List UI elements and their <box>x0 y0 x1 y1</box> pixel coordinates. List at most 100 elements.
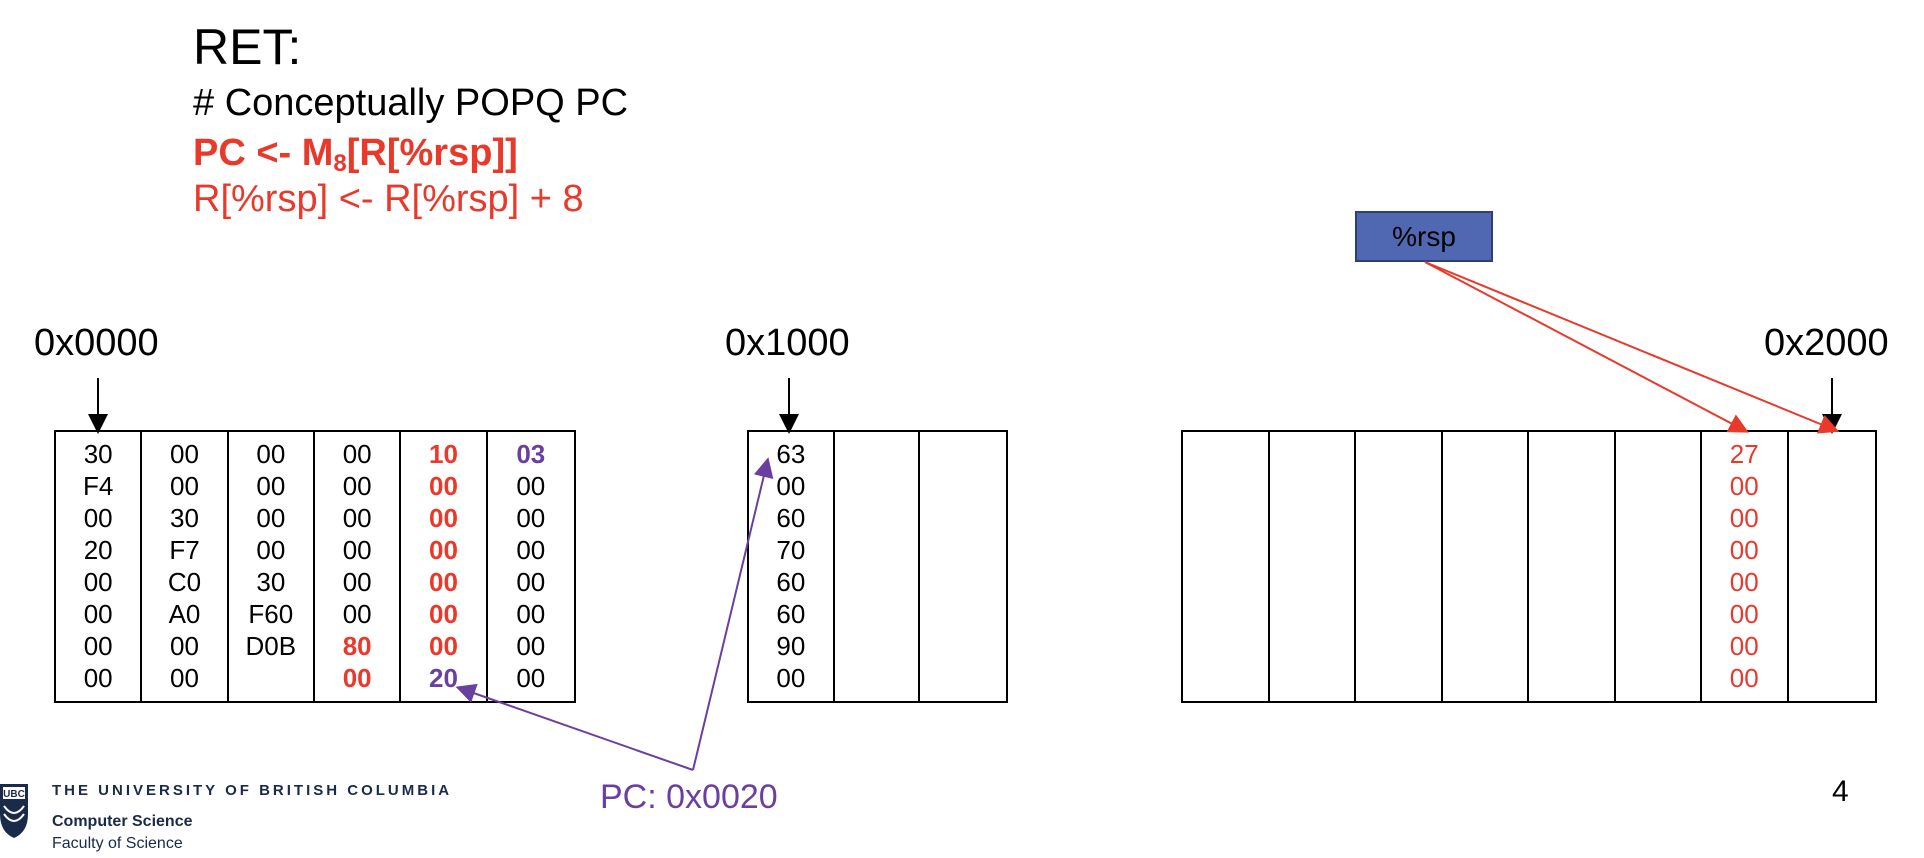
memory-byte: 00 <box>342 599 372 629</box>
faculty-name: Faculty of Science <box>52 835 183 852</box>
memory-byte: 00 <box>429 503 458 533</box>
memory-byte: 00 <box>1729 567 1759 597</box>
memory-byte: 70 <box>776 535 806 565</box>
page-number: 4 <box>1832 775 1849 808</box>
memory-byte: 00 <box>256 439 286 469</box>
memory-byte: 00 <box>429 599 458 629</box>
memory-byte: 30 <box>170 503 199 533</box>
memory-byte: 00 <box>342 439 372 469</box>
memory-byte: 90 <box>776 631 806 661</box>
memory-column <box>1443 432 1529 701</box>
memory-byte: 00 <box>170 471 199 501</box>
memory-column <box>835 432 921 701</box>
comment-line: # Conceptually POPQ PC <box>193 82 629 124</box>
memory-byte: 00 <box>1729 631 1759 661</box>
ubc-logo-text: UBC <box>3 789 25 800</box>
memory-byte: 00 <box>516 535 546 565</box>
rsp-arrow-1 <box>1424 261 1749 433</box>
memory-column <box>1616 432 1702 701</box>
memory-byte: 00 <box>170 663 199 693</box>
rsp-register-label: %rsp <box>1392 220 1456 252</box>
memory-byte: 30 <box>83 439 113 469</box>
memory-byte: 60 <box>776 599 806 629</box>
memory-byte: 00 <box>342 471 372 501</box>
memory-byte: 00 <box>342 663 372 693</box>
pc-arrow-new <box>692 457 774 771</box>
university-name: THE UNIVERSITY OF BRITISH COLUMBIA <box>52 782 453 799</box>
memory-byte: 00 <box>429 567 458 597</box>
pc-load-prefix: PC <- M <box>193 132 334 174</box>
pc-arrow-old <box>455 683 694 771</box>
memory-byte: 00 <box>83 663 113 693</box>
memory-byte: 00 <box>342 567 372 597</box>
address-label-1000: 0x1000 <box>725 322 850 364</box>
pc-value: PC: 0x0020 <box>600 778 778 816</box>
rsp-arrow-2 <box>1424 261 1840 434</box>
memory-byte: 03 <box>516 439 546 469</box>
memory-byte: 00 <box>776 663 806 693</box>
memory-byte: 00 <box>256 535 286 565</box>
memory-byte: 00 <box>1729 471 1759 501</box>
memory-byte: 00 <box>516 567 546 597</box>
memory-byte: 80 <box>342 631 372 661</box>
memory-byte: 00 <box>170 439 199 469</box>
memory-byte: 00 <box>342 535 372 565</box>
address-label-2000: 0x2000 <box>1764 322 1889 364</box>
memory-byte: 63 <box>776 439 806 469</box>
slide-title: RET: <box>193 19 302 75</box>
memory-byte: 00 <box>516 503 546 533</box>
memory-byte: 00 <box>342 503 372 533</box>
memory-byte: 00 <box>776 471 806 501</box>
memory-byte: C0 <box>167 567 202 597</box>
pc-load-subscript: 8 <box>333 150 347 177</box>
memory-byte: 00 <box>429 535 458 565</box>
memory-byte: A0 <box>168 599 201 629</box>
memory-byte: 00 <box>1729 535 1759 565</box>
memory-byte: F7 <box>169 535 200 565</box>
memory-byte: 00 <box>429 631 458 661</box>
memory-byte: 60 <box>776 503 806 533</box>
memory-column <box>1183 432 1270 701</box>
memory-byte: 00 <box>256 503 286 533</box>
address-label-0000: 0x0000 <box>34 322 159 364</box>
memory-byte: F4 <box>82 471 114 501</box>
memory-byte: 00 <box>83 599 113 629</box>
ubc-crest-logo: UBC <box>0 784 28 838</box>
memory-byte: 60 <box>776 567 806 597</box>
rsp-register-box: %rsp <box>1355 211 1493 262</box>
memory-byte: 30 <box>256 567 286 597</box>
memory-byte: 00 <box>170 631 199 661</box>
memory-column <box>1529 432 1616 701</box>
memory-byte: 00 <box>516 663 546 693</box>
memory-byte: 00 <box>1729 599 1759 629</box>
memory-byte: 00 <box>1729 503 1759 533</box>
department-name: Computer Science <box>52 813 193 830</box>
memory-byte: D0B <box>245 631 297 661</box>
memory-byte: 00 <box>516 471 546 501</box>
memory-byte: 00 <box>429 471 458 501</box>
pc-load-line: PC <- M8[R[%rsp]] <box>193 132 518 178</box>
memory-byte: 00 <box>256 471 286 501</box>
memory-byte: 20 <box>429 663 458 693</box>
memory-byte: 00 <box>1729 663 1759 693</box>
memory-byte: 10 <box>429 439 458 469</box>
memory-byte: F60 <box>248 599 294 629</box>
memory-byte: 00 <box>83 631 113 661</box>
memory-byte: 27 <box>1729 439 1759 469</box>
memory-column <box>1270 432 1356 701</box>
memory-column <box>1356 432 1443 701</box>
memory-byte: 00 <box>83 503 113 533</box>
memory-byte: 00 <box>83 567 113 597</box>
